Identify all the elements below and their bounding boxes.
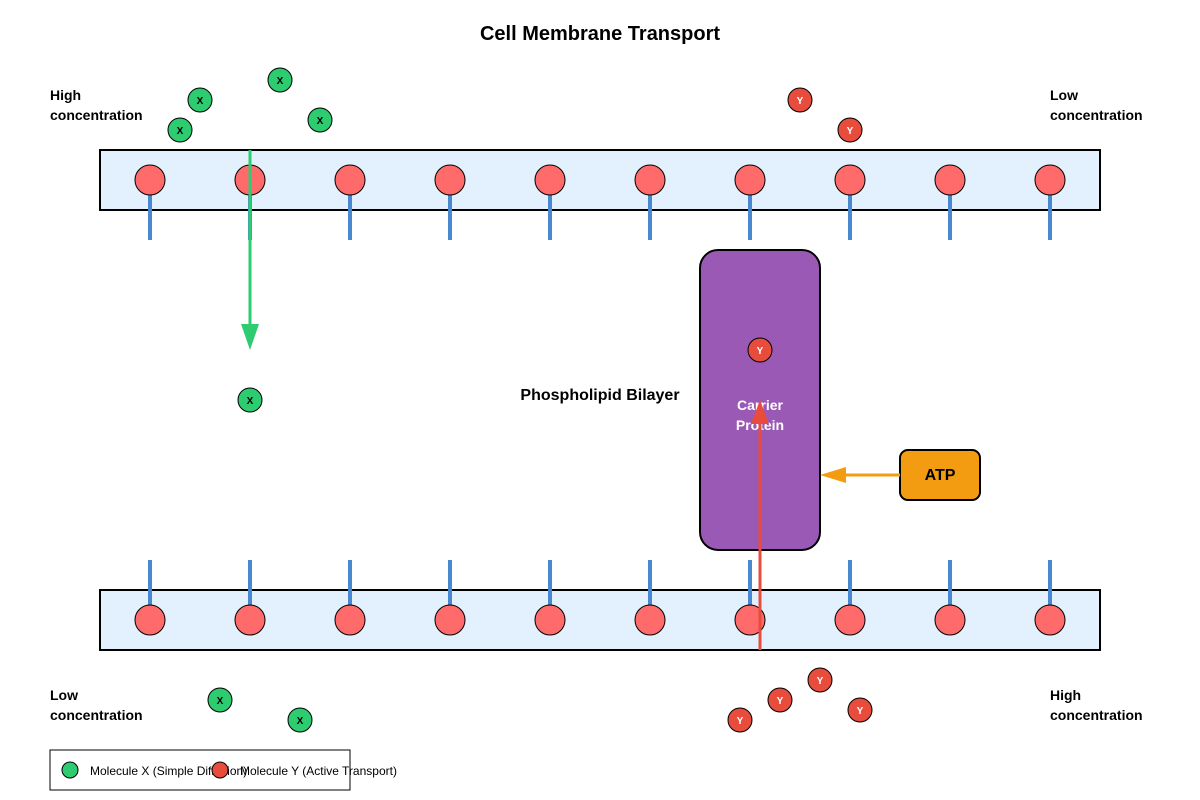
phospholipid-head-bottom xyxy=(934,604,966,636)
bottom-right-region-label-line1: High xyxy=(1050,687,1081,703)
atp-arrow-head xyxy=(820,467,846,483)
phospholipid-head-bottom xyxy=(434,604,466,636)
molecule-y-circle xyxy=(837,117,863,143)
phospholipid-head-top xyxy=(134,164,166,196)
legend-marker-x xyxy=(61,761,79,779)
molecule-y-symbol: Y xyxy=(737,716,744,727)
phospholipid-head-top xyxy=(334,164,366,196)
molecule-x-circle xyxy=(207,687,233,713)
molecule-x-symbol: X xyxy=(317,116,324,127)
molecule-x-circle xyxy=(167,117,193,143)
molecule-x-circle xyxy=(307,107,333,133)
phospholipid-head-top xyxy=(534,164,566,196)
molecule-x: X xyxy=(207,687,233,713)
phospholipid-head-bottom xyxy=(634,604,666,636)
molecule-x-symbol: X xyxy=(247,396,254,407)
legend-label-y: Molecule Y (Active Transport) xyxy=(240,764,397,778)
bilayer-label: Phospholipid Bilayer xyxy=(520,387,679,404)
legend-box xyxy=(49,749,351,791)
molecule-y: Y xyxy=(787,87,813,113)
molecule-y: Y xyxy=(727,707,753,733)
molecule-y: Y xyxy=(767,687,793,713)
molecule-y-symbol: Y xyxy=(847,126,854,137)
bottom-left-region-label-line2: concentration xyxy=(50,707,143,723)
bottom-membrane-layer xyxy=(99,589,1101,651)
molecule-y-circle xyxy=(807,667,833,693)
molecule-y-circle xyxy=(847,697,873,723)
molecule-x-circle xyxy=(287,707,313,733)
molecule-y-circle xyxy=(727,707,753,733)
active-transport-arrow-head xyxy=(751,400,769,424)
molecule-x: X xyxy=(167,117,193,143)
molecules: X X X X X X X Y Y Y Y Y Y Y xyxy=(167,67,873,733)
legend-marker-y xyxy=(211,761,229,779)
molecule-x-symbol: X xyxy=(297,716,304,727)
molecule-x-circle xyxy=(237,387,263,413)
phospholipid-head-bottom xyxy=(234,604,266,636)
phospholipid-head-top xyxy=(1034,164,1066,196)
molecule-y: Y xyxy=(807,667,833,693)
phospholipid-head-top xyxy=(734,164,766,196)
molecule-x: X xyxy=(237,387,263,413)
molecule-x-circle xyxy=(187,87,213,113)
phospholipid-head-bottom xyxy=(734,604,766,636)
molecule-y-circle xyxy=(787,87,813,113)
molecule-x: X xyxy=(307,107,333,133)
molecule-x-symbol: X xyxy=(197,96,204,107)
molecule-x-circle xyxy=(267,67,293,93)
molecule-x-symbol: X xyxy=(277,76,284,87)
phospholipid-head-bottom xyxy=(534,604,566,636)
phospholipid-head-top xyxy=(834,164,866,196)
diagram-title: Cell Membrane Transport xyxy=(480,23,720,45)
top-right-region-label-line2: concentration xyxy=(1050,107,1143,123)
diffusion-arrow-head xyxy=(241,324,259,350)
top-left-region-label-line2: concentration xyxy=(50,107,143,123)
phospholipid-head-bottom xyxy=(1034,604,1066,636)
molecule-x: X xyxy=(187,87,213,113)
molecule-y-circle xyxy=(767,687,793,713)
molecule-y-symbol: Y xyxy=(757,346,764,357)
phospholipid-head-bottom xyxy=(834,604,866,636)
molecule-y-symbol: Y xyxy=(777,696,784,707)
top-membrane-layer xyxy=(99,149,1101,211)
molecule-x-symbol: X xyxy=(217,696,224,707)
molecule-x-symbol: X xyxy=(177,126,184,137)
molecule-y: Y xyxy=(847,697,873,723)
phospholipid-head-top xyxy=(634,164,666,196)
phospholipid-head-top xyxy=(934,164,966,196)
top-left-region-label-line1: High xyxy=(50,87,81,103)
bottom-right-region-label-line2: concentration xyxy=(1050,707,1143,723)
molecule-y: Y xyxy=(837,117,863,143)
molecule-y: Y xyxy=(747,337,773,363)
molecule-y-symbol: Y xyxy=(817,676,824,687)
phospholipid-head-top xyxy=(434,164,466,196)
legend-label-x: Molecule X (Simple Diffusion) xyxy=(90,764,247,778)
molecule-y-symbol: Y xyxy=(857,706,864,717)
atp-label: ATP xyxy=(925,467,956,484)
molecule-x: X xyxy=(267,67,293,93)
bottom-left-region-label-line1: Low xyxy=(50,687,78,703)
molecule-y-circle xyxy=(747,337,773,363)
phospholipid-head-bottom xyxy=(334,604,366,636)
phospholipid-head-bottom xyxy=(134,604,166,636)
molecule-y-symbol: Y xyxy=(797,96,804,107)
phospholipid-heads xyxy=(134,164,1066,636)
top-right-region-label-line1: Low xyxy=(1050,87,1078,103)
molecule-x: X xyxy=(287,707,313,733)
